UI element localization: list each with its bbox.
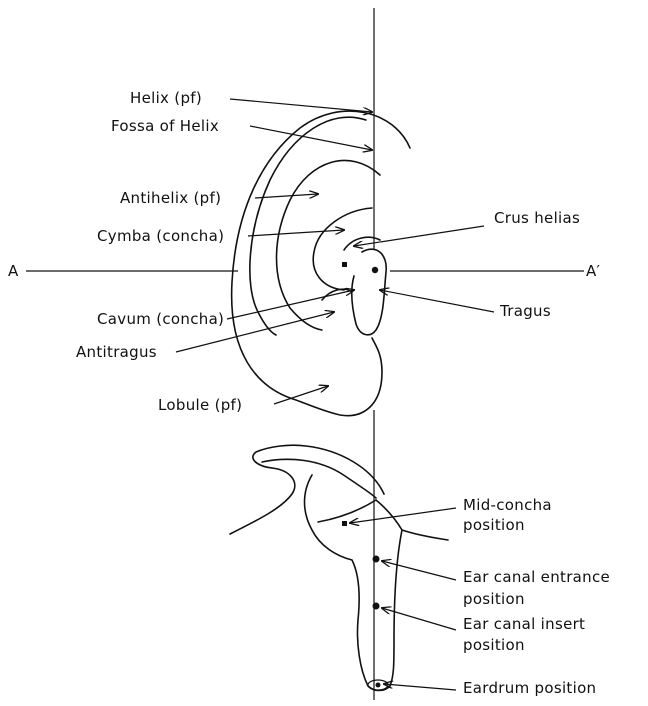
label-cymba: Cymba (concha) [97,227,224,245]
eardrum-marker [376,683,381,688]
tragus-leader [380,290,494,312]
label-cavum: Cavum (concha) [97,310,224,328]
label-antihelix: Antihelix (pf) [120,189,221,207]
label-canal-entrance-2: position [463,590,525,608]
label-lobule: Lobule (pf) [158,396,242,414]
label-eardrum: Eardrum position [463,679,596,697]
ear-canal-section [230,445,448,690]
canal-insert-marker [373,603,380,610]
mid-concha-leader [350,508,456,523]
label-fossa-helix: Fossa of Helix [111,117,219,135]
helix-leader [230,99,372,112]
axis-label-a-prime: A′ [586,262,601,280]
mid-concha-marker [342,521,347,526]
cavum-leader [227,290,354,319]
canal-insert-leader [382,608,456,630]
label-antitragus: Antitragus [76,343,157,361]
pinna-outline [232,111,410,416]
label-crus-helias: Crus helias [494,209,580,227]
tragus-marker [372,267,378,273]
label-canal-entrance-1: Ear canal entrance [463,568,610,586]
cymba-leader [248,230,344,236]
label-mid-concha-2: position [463,516,525,534]
label-canal-insert-2: position [463,636,525,654]
label-mid-concha-1: Mid-concha [463,496,552,514]
canal-entrance-marker [373,556,380,563]
label-canal-insert-1: Ear canal insert [463,615,585,633]
axis-label-a: A [8,262,19,280]
canal-entrance-leader [382,561,456,580]
label-helix: Helix (pf) [130,89,202,107]
concha-marker [342,262,347,267]
label-tragus: Tragus [499,302,551,320]
eardrum-leader [384,684,456,690]
